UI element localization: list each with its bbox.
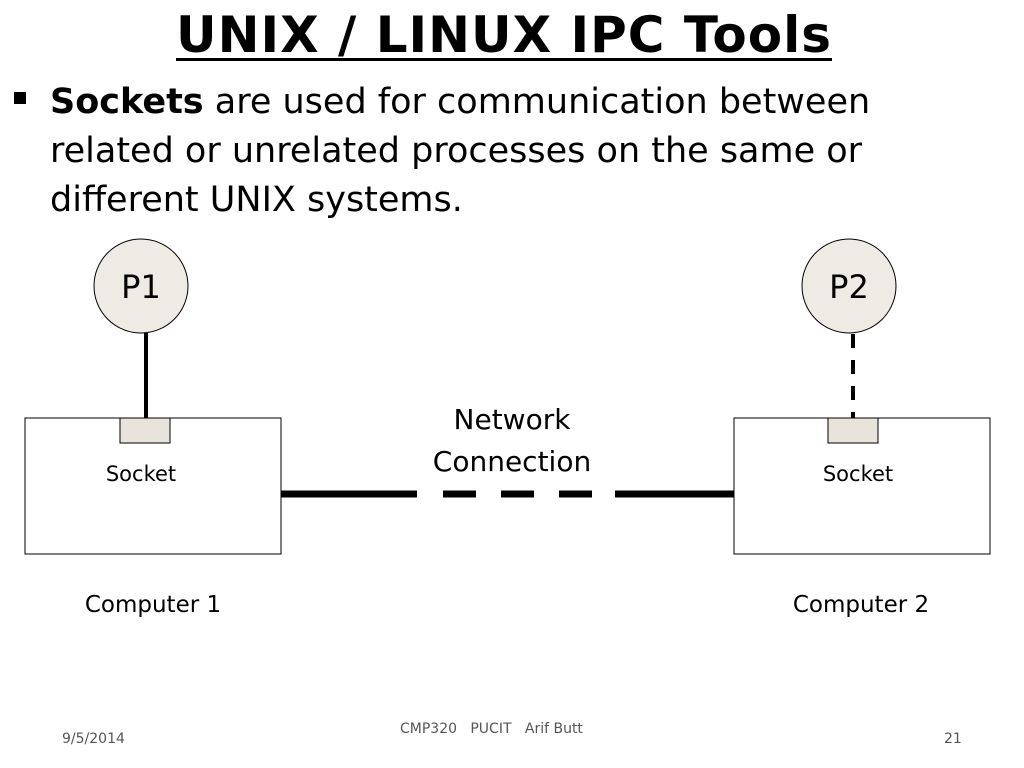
process-label-p1: P1: [121, 268, 161, 306]
bullet-body-text: are used for communication between relat…: [50, 82, 871, 220]
socket-tab-left: [119, 417, 171, 444]
process-circle-p2: [801, 238, 897, 334]
computer-label-left: Computer 1: [85, 592, 221, 618]
process-circle-p1: [93, 238, 189, 334]
slide-title: UNIX / LINUX IPC Tools: [0, 6, 1008, 64]
computer-label-right: Computer 2: [793, 592, 929, 618]
footer-date: 9/5/2014: [62, 731, 125, 747]
process-label-p2: P2: [829, 268, 869, 306]
socket-tab-right: [827, 417, 879, 444]
network-label-line1: Network: [454, 403, 572, 436]
socket-label-right: Socket: [823, 462, 893, 486]
bullet-square-icon: [14, 92, 26, 104]
slide-title-text: UNIX / LINUX IPC Tools: [176, 6, 832, 64]
footer-center-text: CMP320 PUCIT Arif Butt: [400, 721, 583, 737]
socket-label-left: Socket: [106, 462, 176, 486]
network-label-line2: Connection: [433, 445, 591, 478]
bullet-bold-term: Sockets: [50, 82, 204, 122]
footer-page-number: 21: [944, 731, 962, 747]
bullet-paragraph: Sockets are used for communication betwe…: [50, 78, 950, 225]
computer-box-right: [733, 417, 991, 555]
